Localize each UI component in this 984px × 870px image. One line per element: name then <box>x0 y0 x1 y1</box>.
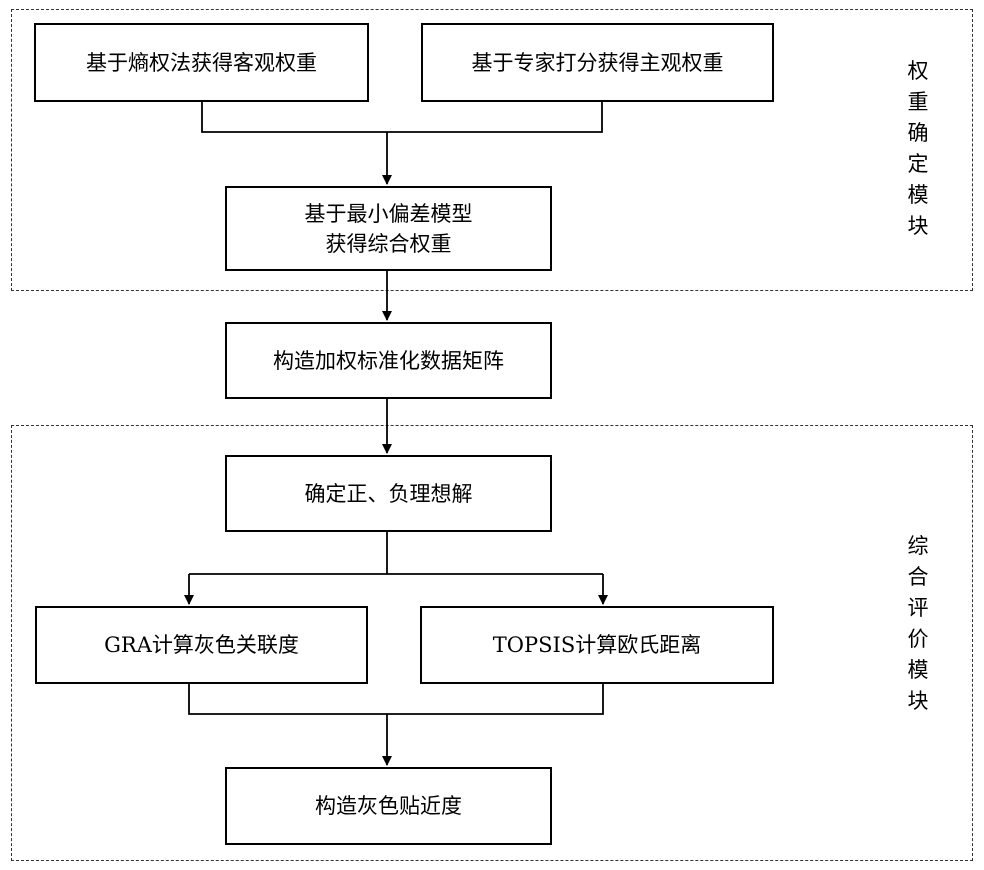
weight-module <box>11 9 973 291</box>
weighted-matrix-box: 构造加权标准化数据矩阵 <box>225 322 552 399</box>
weight-module-label: 权 重 确 定 模 块 <box>907 59 929 238</box>
merge-line-bottom <box>188 683 604 715</box>
topsis-box: TOPSIS计算欧氏距离 <box>420 606 774 684</box>
expert-weight-box: 基于专家打分获得主观权重 <box>421 23 774 102</box>
gra-box: GRA计算灰色关联度 <box>35 606 368 684</box>
combined-weight-box: 基于最小偏差模型 获得综合权重 <box>225 186 552 271</box>
ideal-solution-box: 确定正、负理想解 <box>225 455 552 532</box>
evaluation-module <box>11 425 973 861</box>
merge-line-top <box>201 101 603 133</box>
entropy-weight-box: 基于熵权法获得客观权重 <box>34 23 369 102</box>
closeness-box: 构造灰色贴近度 <box>225 767 552 845</box>
evaluation-module-label: 综 合 评 价 模 块 <box>907 534 929 713</box>
